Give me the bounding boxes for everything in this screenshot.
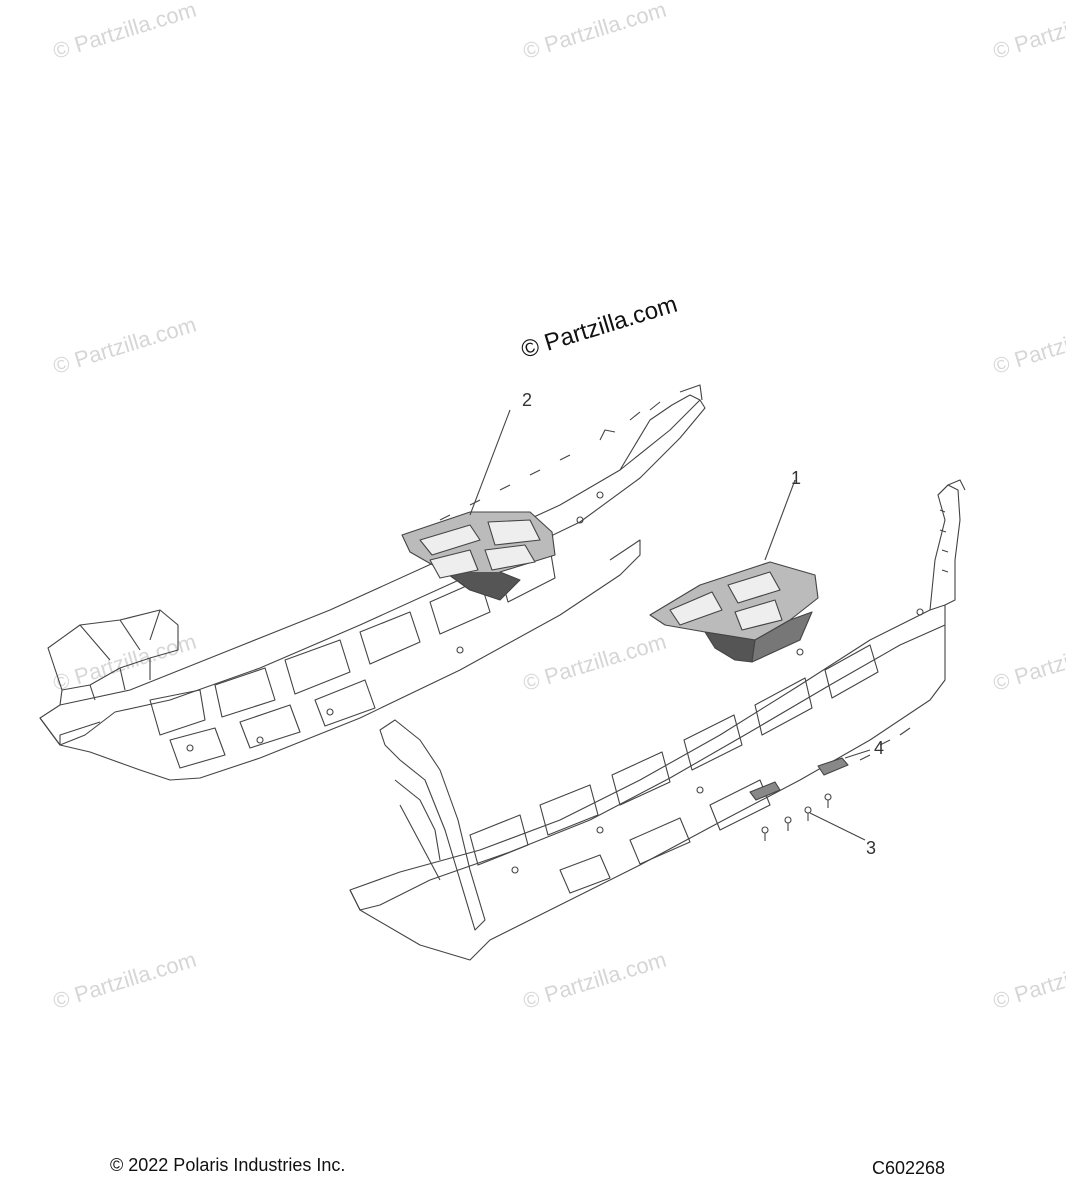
- part-3-screws: [761, 793, 832, 841]
- figure-id: C602268: [872, 1158, 946, 1178]
- copyright-text: © 2022 Polaris Industries Inc.: [110, 1155, 346, 1175]
- leader-line-2: [469, 409, 511, 516]
- right-running-board: [349, 479, 966, 961]
- callout-4: 4: [874, 738, 885, 758]
- left-running-board: [39, 384, 706, 781]
- leader-line-3: [809, 812, 866, 841]
- part-2-step-plate: [401, 511, 556, 601]
- callout-2: 2: [522, 390, 533, 410]
- leader-line-4: [844, 749, 871, 759]
- part-4-clips: [749, 757, 849, 801]
- callout-1: 1: [791, 468, 802, 488]
- part-1-step-plate: [649, 561, 819, 663]
- callout-3: 3: [866, 838, 877, 858]
- leader-line-1: [764, 479, 796, 561]
